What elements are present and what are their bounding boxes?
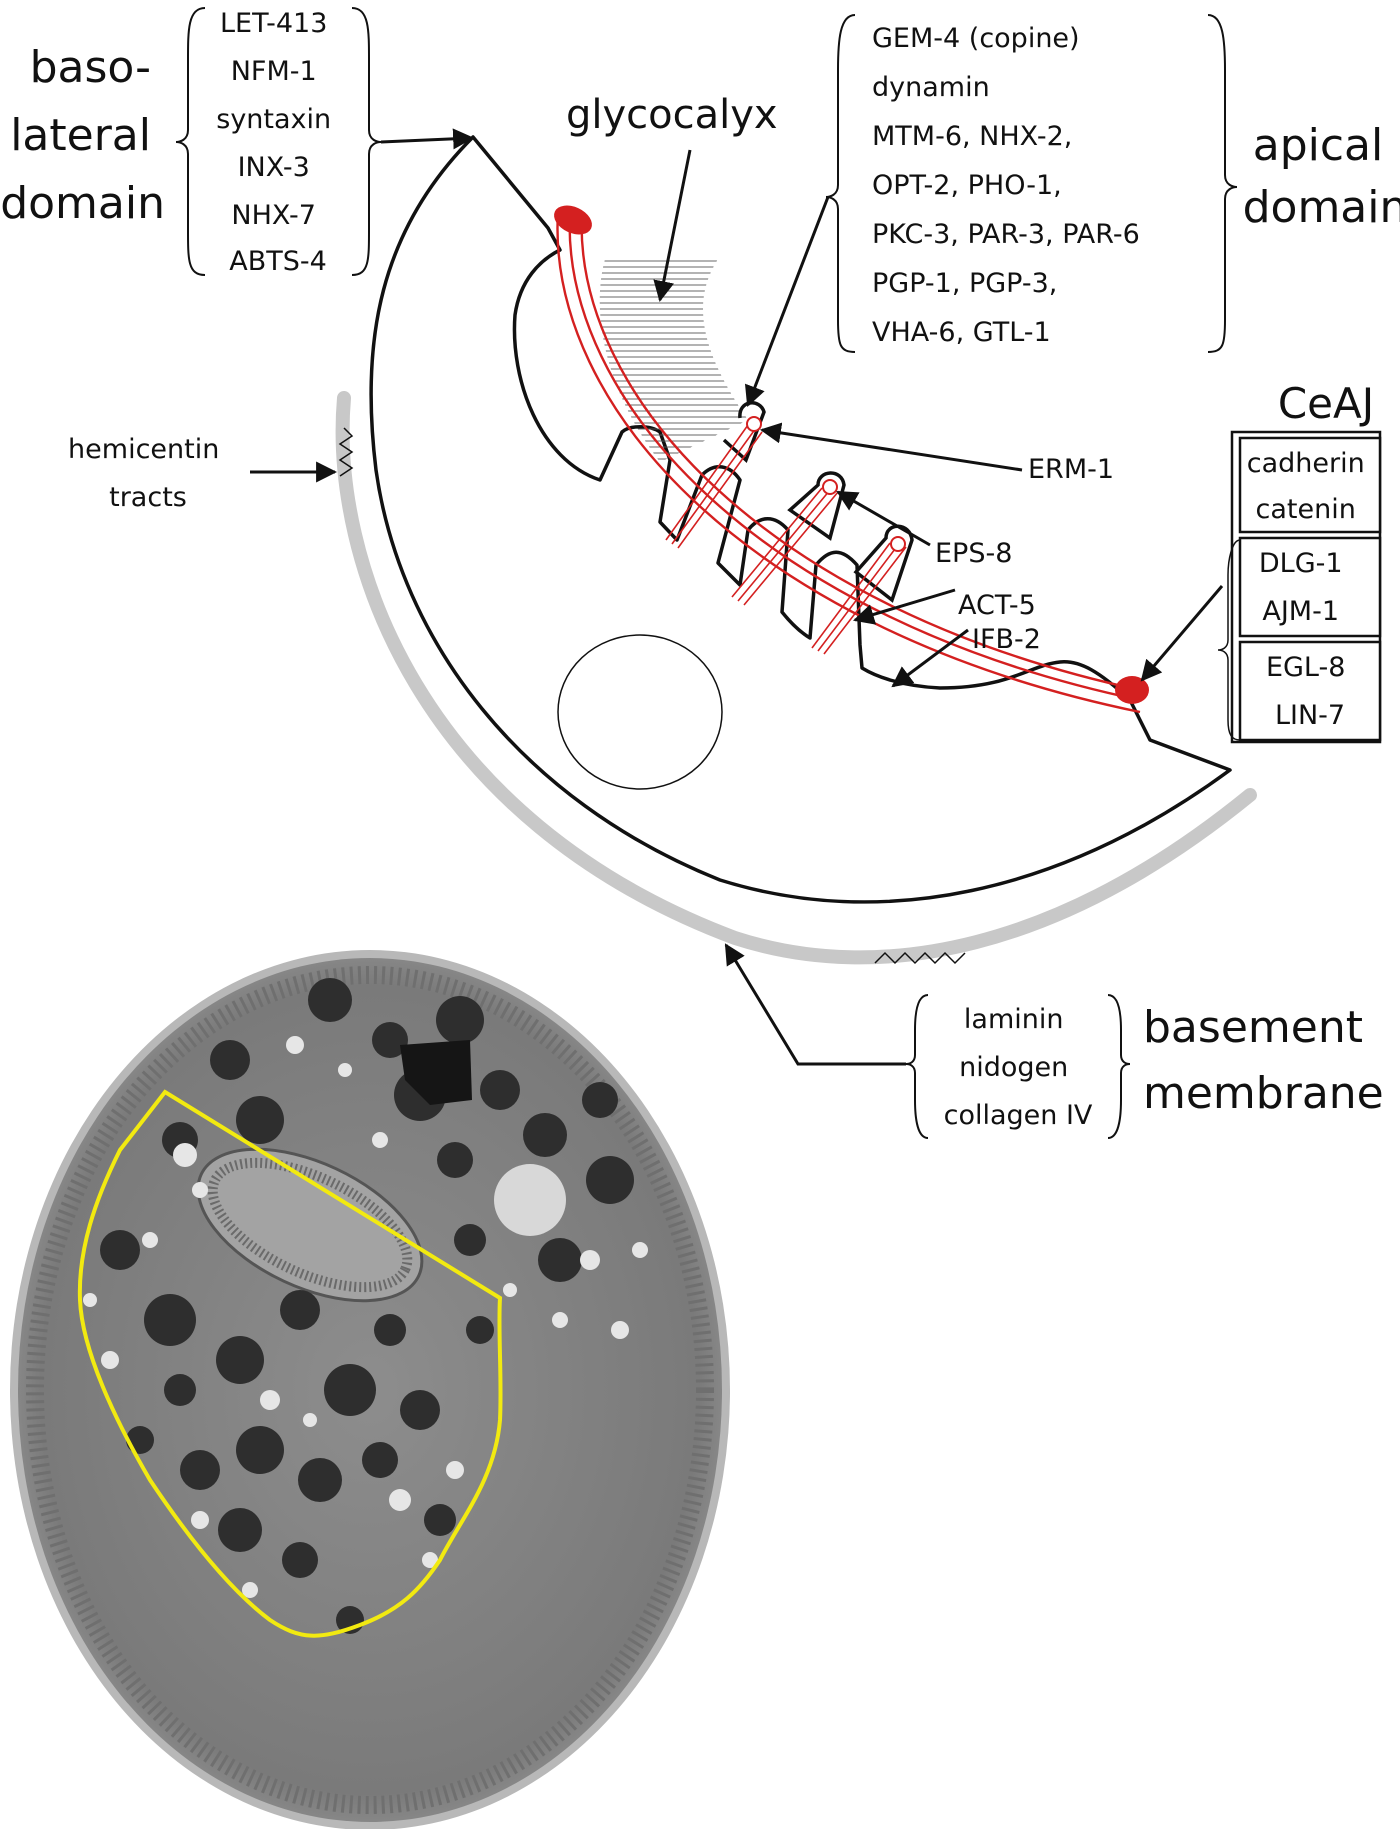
- erm-1-label: ERM-1: [1028, 454, 1114, 485]
- basement-membrane-band: [335, 391, 1257, 965]
- hemicentin-zigzag-left: [338, 427, 354, 477]
- basement-protein-1: nidogen: [959, 1052, 1068, 1083]
- svg-text:GEM-4 (copine) dynamin: GEM-4 (copine) dynamin MTM-6, NHX-2, OPT…: [872, 23, 1148, 348]
- apical-title-1: apical: [1253, 120, 1384, 171]
- ifb-2-label: IFB-2: [972, 624, 1041, 655]
- svg-text:apical domain: apical domain: [1243, 120, 1400, 233]
- apical-protein-2: MTM-6, NHX-2,: [872, 121, 1072, 152]
- glycocalyx-text: glycocalyx: [566, 92, 778, 138]
- ifb-2-arrow: [891, 628, 969, 688]
- basement-left-brace: [905, 994, 929, 1139]
- basolateral-left-brace: [175, 7, 206, 276]
- electron-micrograph: [10, 950, 730, 1829]
- glycocalyx-arrow: [653, 149, 692, 303]
- ceaj-box-2: [1238, 536, 1382, 638]
- act-5-arrow: [852, 588, 956, 625]
- basolateral-title-3: domain: [0, 178, 165, 229]
- ceaj-brace: [1217, 539, 1241, 741]
- basement-protein-0: laminin: [964, 1004, 1064, 1035]
- ceaj-title: CeAJ: [1278, 379, 1374, 428]
- apical-protein-3: OPT-2, PHO-1,: [872, 170, 1062, 201]
- microvilli-labels: ERM-1 EPS-8 ACT-5 IFB-2: [759, 422, 1114, 688]
- apical-junction-right: [1115, 676, 1149, 704]
- ceaj-box-1-line-1: cadherin: [1247, 448, 1365, 479]
- act-5-label: ACT-5: [958, 590, 1036, 621]
- apical-arrow: [744, 196, 830, 407]
- basement-right-brace: [1107, 994, 1131, 1139]
- eps-8-arrow: [836, 490, 931, 547]
- ceaj-box-1-line-2: catenin: [1256, 494, 1356, 525]
- ceaj-box-3-line-1: EGL-8: [1266, 652, 1345, 683]
- ceaj-box-2-line-2: AJM-1: [1262, 596, 1339, 627]
- svg-text:basement membrane: basement membrane: [1143, 1002, 1384, 1119]
- terminal-web: [556, 211, 1141, 714]
- basement-title-2: membrane: [1143, 1068, 1384, 1119]
- hemicentin-label: hemicentin tracts: [68, 434, 338, 513]
- apical-junction-top: [554, 205, 592, 235]
- apical-protein-5: PGP-1, PGP-3,: [872, 268, 1057, 299]
- hemicentin-text-2: tracts: [109, 482, 187, 513]
- ceaj-box-2-line-1: DLG-1: [1259, 548, 1343, 579]
- svg-text:LET-413 NFM-1 synt: LET-413 NFM-1 syntaxin INX-3 NHX-7 ABTS-…: [216, 8, 339, 277]
- basement-membrane-label: laminin nidogen collagen IV basement mem…: [724, 943, 1384, 1139]
- basolateral-domain-label: baso- lateral domain LET-413 NFM-1 synta…: [0, 7, 475, 277]
- svg-text:laminin nidogen co: laminin nidogen collagen IV: [944, 1004, 1093, 1131]
- glycocalyx-label: glycocalyx: [566, 92, 778, 303]
- basolateral-title-1: baso-: [30, 42, 151, 93]
- basolateral-protein-0: LET-413: [220, 8, 327, 39]
- apical-protein-1: dynamin: [872, 72, 990, 103]
- apical-protein-0: GEM-4 (copine): [872, 23, 1080, 54]
- basolateral-arrow: [380, 128, 475, 150]
- apical-right-brace: [1207, 14, 1238, 353]
- basement-arrow: [724, 943, 906, 1066]
- erm-1-arrow: [759, 422, 1023, 472]
- nucleus: [557, 634, 723, 790]
- hemicentin-text-1: hemicentin: [68, 434, 219, 465]
- micrograph-lumen: [196, 1147, 424, 1303]
- svg-text:cadherin catenin D: cadherin catenin DLG-1 AJM-1 EGL-8 LIN-7: [1247, 448, 1374, 731]
- apical-domain-label: GEM-4 (copine) dynamin MTM-6, NHX-2, OPT…: [744, 14, 1400, 407]
- apical-title-2: domain: [1243, 182, 1400, 233]
- basolateral-protein-4: NHX-7: [231, 200, 316, 231]
- micrograph-cell-outline: [77, 1089, 503, 1638]
- basement-title-1: basement: [1143, 1002, 1363, 1053]
- basement-protein-2: collagen IV: [944, 1100, 1093, 1131]
- ceaj-box-1: [1238, 436, 1382, 534]
- basolateral-protein-1: NFM-1: [231, 56, 317, 87]
- glycocalyx-region: [599, 256, 748, 462]
- ceaj-arrow: [1140, 585, 1224, 682]
- ceaj-box-3: [1238, 640, 1382, 742]
- basolateral-right-brace: [351, 7, 382, 276]
- svg-text:hemicentin tracts: hemicentin tracts: [68, 434, 228, 513]
- ceaj-box-3-line-2: LIN-7: [1275, 700, 1345, 731]
- ceaj-label: CeAJ cadherin catenin DLG-1 AJM-1 EGL-8 …: [1140, 379, 1382, 744]
- basolateral-protein-3: INX-3: [238, 152, 310, 183]
- apical-left-brace: [825, 14, 856, 353]
- svg-text:baso- lateral doma: baso- lateral domain: [0, 42, 165, 229]
- apical-protein-6: VHA-6, GTL-1: [872, 317, 1051, 348]
- basolateral-protein-2: syntaxin: [216, 104, 331, 135]
- basolateral-protein-5: ABTS-4: [229, 246, 327, 277]
- eps-8-label: EPS-8: [935, 538, 1012, 569]
- basolateral-title-2: lateral: [10, 110, 151, 161]
- apical-protein-4: PKC-3, PAR-3, PAR-6: [872, 219, 1140, 250]
- hemicentin-zigzag-bottom: [874, 951, 966, 965]
